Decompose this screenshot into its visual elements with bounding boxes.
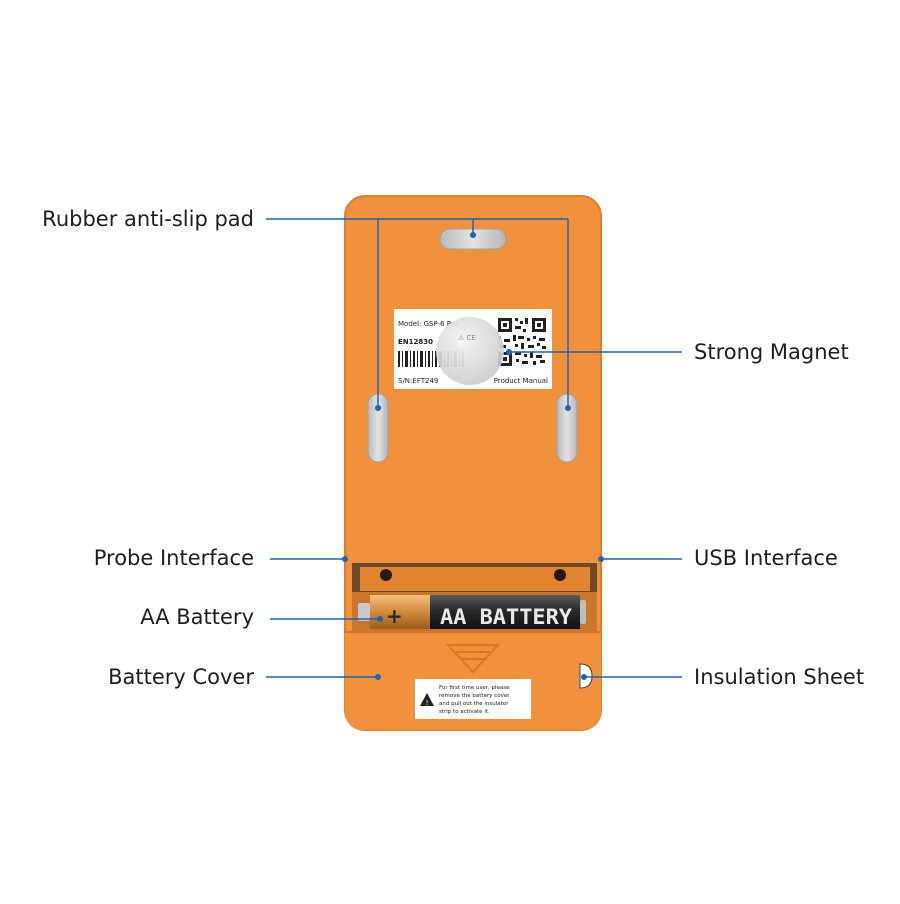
magnet-marks: ⚠ CE [458,334,476,342]
battery-plus-text: + [386,604,403,628]
standard-text: EN12830 [398,338,433,346]
callout-strong-magnet: Strong Magnet [694,340,849,364]
callout-usb-interface: USB Interface [694,546,838,570]
aa-battery: + AA BATTERY [358,595,586,629]
warning-sticker: ! For first time user, please remove the… [415,679,531,719]
leader-lines [266,218,682,678]
magnet-disc [436,317,504,385]
serial-text: S/N:EFT249 [398,377,438,385]
callout-insulation-sheet: Insulation Sheet [694,665,865,689]
cover-arrow-icon [445,644,501,674]
warning-line-1: For first time user, please [439,685,510,691]
callout-aa-battery: AA Battery [140,605,254,629]
rubber-pad-right [556,393,578,463]
callout-probe-interface: Probe Interface [93,546,254,570]
warning-line-4: strip to activate it. [439,709,490,715]
model-text: Model: GSP-6 Pro [398,320,458,328]
warning-line-3: and pull out the insulator [439,701,509,707]
manual-text: Product Manual [494,377,548,385]
svg-text:!: ! [426,699,429,707]
callout-battery-cover: Battery Cover [108,665,254,689]
product-label: Model: GSP-6 Pro EN12830 S/N:EFT249 Prod… [394,309,552,389]
warning-line-2: remove the battery cover [439,693,510,699]
leader-dots [342,232,604,680]
battery-label-text: AA BATTERY [440,605,572,629]
qr-code [498,318,546,366]
callout-rubber-pad: Rubber anti-slip pad [42,207,254,231]
